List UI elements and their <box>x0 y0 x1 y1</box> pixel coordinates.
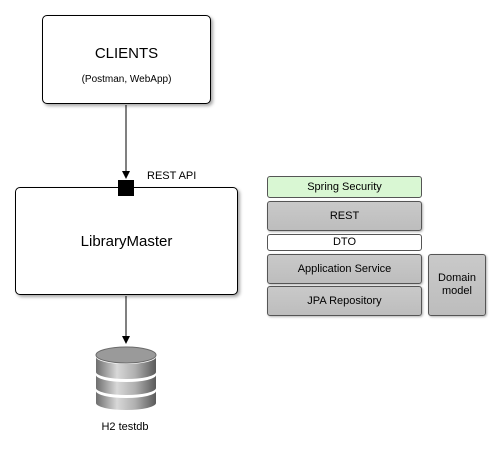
clients-node: CLIENTS (Postman, WebApp) <box>42 15 211 104</box>
rest-api-label: REST API <box>147 170 197 182</box>
layer-dto: DTO <box>267 234 422 251</box>
rest-api-port <box>118 180 134 196</box>
library-master-node: LibraryMaster <box>15 187 238 295</box>
database-label: H2 testdb <box>101 421 149 433</box>
clients-title: CLIENTS <box>94 45 159 62</box>
layer-rest: REST <box>267 201 422 231</box>
library-master-title: LibraryMaster <box>80 233 173 250</box>
database-icon <box>95 346 157 410</box>
layer-jpa-repository: JPA Repository <box>267 286 422 316</box>
layer-spring-security: Spring Security <box>267 176 422 198</box>
clients-subtitle: (Postman, WebApp) <box>81 74 172 85</box>
layer-application-service: Application Service <box>267 254 422 284</box>
